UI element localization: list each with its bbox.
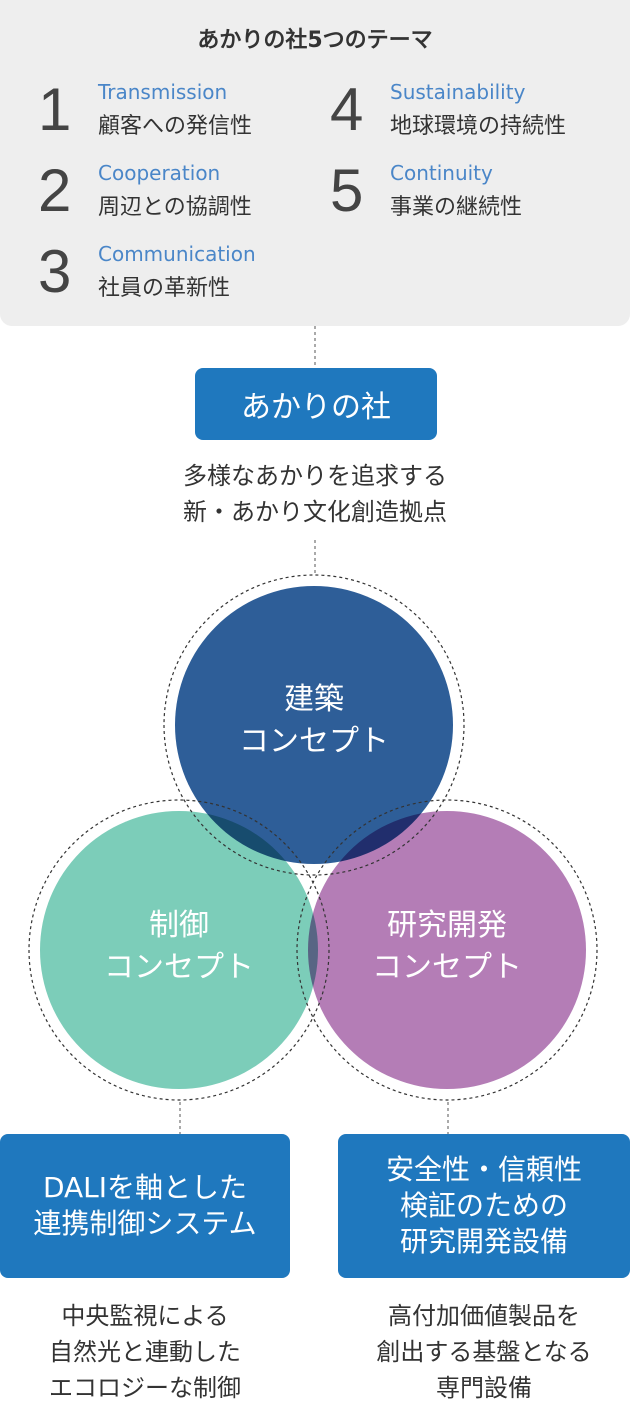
main-desc-line: 新・あかり文化創造拠点: [183, 498, 447, 526]
theme-english: Continuity: [390, 161, 493, 185]
theme-number: 3: [38, 238, 72, 305]
desc-line: 中央監視による: [61, 1302, 229, 1330]
theme-english: Communication: [98, 242, 256, 266]
theme-japanese: 社員の革新性: [98, 276, 231, 301]
theme-item-3: 3 Communication 社員の革新性: [38, 236, 328, 308]
research-concept-label: 研究開発 コンセプト: [347, 905, 547, 989]
theme-number: 4: [330, 76, 364, 143]
theme-item-4: 4 Sustainability 地球環境の持続性: [330, 74, 620, 146]
theme-number: 5: [330, 157, 364, 224]
theme-number: 2: [38, 157, 72, 224]
research-facility-box: 安全性・信頼性 検証のための 研究開発設備: [338, 1134, 630, 1278]
box-line: DALIを軸とした: [42, 1171, 248, 1204]
main-title-badge: あかりの社: [195, 368, 437, 440]
control-concept-label: 制御 コンセプト: [79, 905, 279, 989]
architecture-dashed-ring: [163, 574, 465, 876]
box-line: 検証のための: [399, 1189, 568, 1222]
theme-japanese: 地球環境の持続性: [390, 114, 567, 139]
desc-line: 創出する基盤となる: [376, 1338, 592, 1366]
research-concept-circle: [308, 811, 586, 1089]
box-line: 研究開発設備: [399, 1225, 568, 1258]
box-line: 連携制御システム: [33, 1207, 257, 1240]
themes-panel: あかりの社5つのテーマ 1 Transmission 顧客への発信性 2 Coo…: [0, 0, 630, 326]
concept-label-line: 制御: [149, 908, 209, 943]
concept-label-line: 研究開発: [387, 908, 507, 943]
control-dashed-ring: [28, 799, 330, 1101]
concept-label-line: コンセプト: [104, 950, 254, 985]
research-facility-description: 高付加価値製品を 創出する基盤となる 専門設備: [338, 1298, 630, 1406]
theme-item-5: 5 Continuity 事業の継続性: [330, 155, 620, 227]
research-dashed-ring: [296, 799, 598, 1101]
desc-line: 自然光と連動した: [49, 1338, 241, 1366]
theme-english: Transmission: [98, 80, 228, 104]
architecture-concept-circle: [175, 586, 453, 864]
desc-line: 高付加価値製品を: [388, 1302, 580, 1330]
main-desc-line: 多様なあかりを追求する: [183, 462, 447, 490]
concept-label-line: コンセプト: [239, 724, 389, 759]
main-description: 多様なあかりを追求する 新・あかり文化創造拠点: [0, 458, 630, 530]
control-system-box: DALIを軸とした 連携制御システム: [0, 1134, 290, 1278]
theme-japanese: 周辺との協調性: [98, 195, 252, 220]
concept-label-line: 建築: [284, 682, 344, 717]
desc-line: エコロジーな制御: [49, 1374, 241, 1402]
theme-number: 1: [38, 76, 72, 143]
control-concept-circle: [40, 811, 318, 1089]
concept-label-line: コンセプト: [372, 950, 522, 985]
theme-japanese: 事業の継続性: [390, 195, 523, 220]
theme-english: Cooperation: [98, 161, 221, 185]
theme-item-2: 2 Cooperation 周辺との協調性: [38, 155, 328, 227]
control-system-description: 中央監視による 自然光と連動した エコロジーな制御: [0, 1298, 290, 1406]
desc-line: 専門設備: [436, 1374, 532, 1402]
themes-title: あかりの社5つのテーマ: [197, 28, 433, 53]
theme-english: Sustainability: [390, 80, 526, 104]
theme-japanese: 顧客への発信性: [98, 114, 253, 139]
box-line: 安全性・信頼性: [385, 1153, 582, 1186]
architecture-concept-label: 建築 コンセプト: [214, 679, 414, 763]
theme-item-1: 1 Transmission 顧客への発信性: [38, 74, 328, 146]
